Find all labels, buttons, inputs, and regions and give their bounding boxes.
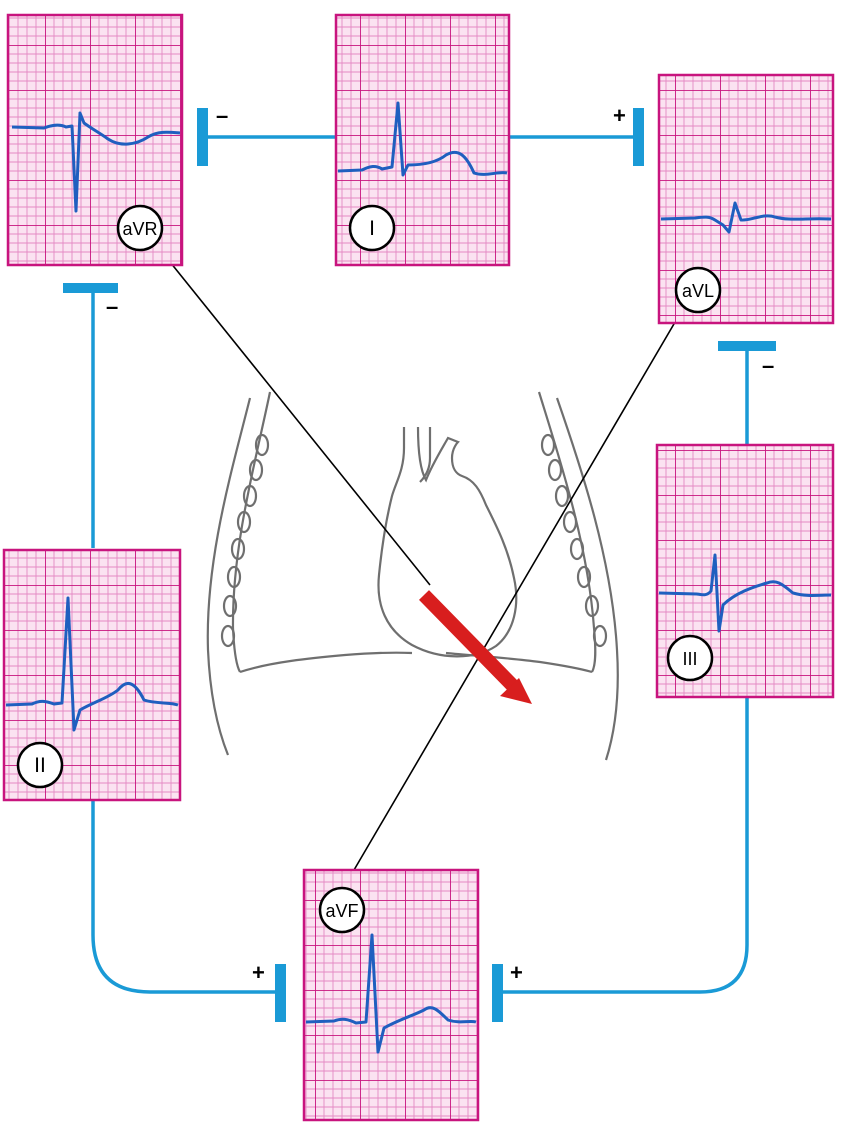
lead-pointers [162, 252, 688, 870]
lead-II-positive-electrode [275, 964, 286, 1022]
lead-II-negative-electrode [63, 283, 118, 293]
ecg-panel-III: III [657, 445, 833, 697]
rib-ring [542, 435, 554, 455]
rib-cage-icon [208, 392, 618, 760]
lead-I-minus-sign: – [216, 103, 228, 128]
ecg-panel-I: I [336, 15, 509, 265]
lead-III-negative-electrode [718, 341, 776, 351]
lead-label-aVR: aVR [122, 219, 157, 239]
lead-I-positive-electrode [633, 108, 644, 166]
ecg-panel-II: II [4, 550, 180, 800]
ecg-panel-aVR: aVR [8, 15, 182, 265]
rib-ring [564, 512, 576, 532]
ecg-panel-aVL: aVL [659, 75, 833, 323]
lead-label-I: I [369, 217, 375, 240]
lead-III-plus-sign: + [510, 960, 523, 985]
lead-label-aVF: aVF [325, 901, 358, 921]
rib-ring [222, 626, 234, 646]
aVR-pointer-line [162, 252, 430, 585]
rib-ring [549, 460, 561, 480]
lead-label-aVL: aVL [682, 281, 714, 301]
lead-label-III: III [682, 649, 697, 669]
diaphragm-left [240, 653, 412, 672]
aVL-aVF-pointer-line [354, 300, 688, 870]
left-chest-wall-inner [233, 392, 270, 672]
lead-label-II: II [34, 754, 46, 777]
lead-III-minus-sign: – [762, 353, 774, 378]
lead-II-minus-sign: – [106, 294, 118, 319]
ecg-panel-aVF: aVF [304, 870, 478, 1120]
rib-ring [556, 486, 568, 506]
lead-III-positive-electrode [492, 964, 503, 1022]
rib-ring [250, 460, 262, 480]
lead-III-line [498, 697, 747, 992]
rib-ring [571, 539, 583, 559]
rib-ring [594, 626, 606, 646]
lead-I-negative-electrode [197, 108, 208, 166]
lead-I-plus-sign: + [613, 103, 626, 128]
lead-II-line [93, 800, 278, 992]
lead-II-plus-sign: + [252, 960, 265, 985]
